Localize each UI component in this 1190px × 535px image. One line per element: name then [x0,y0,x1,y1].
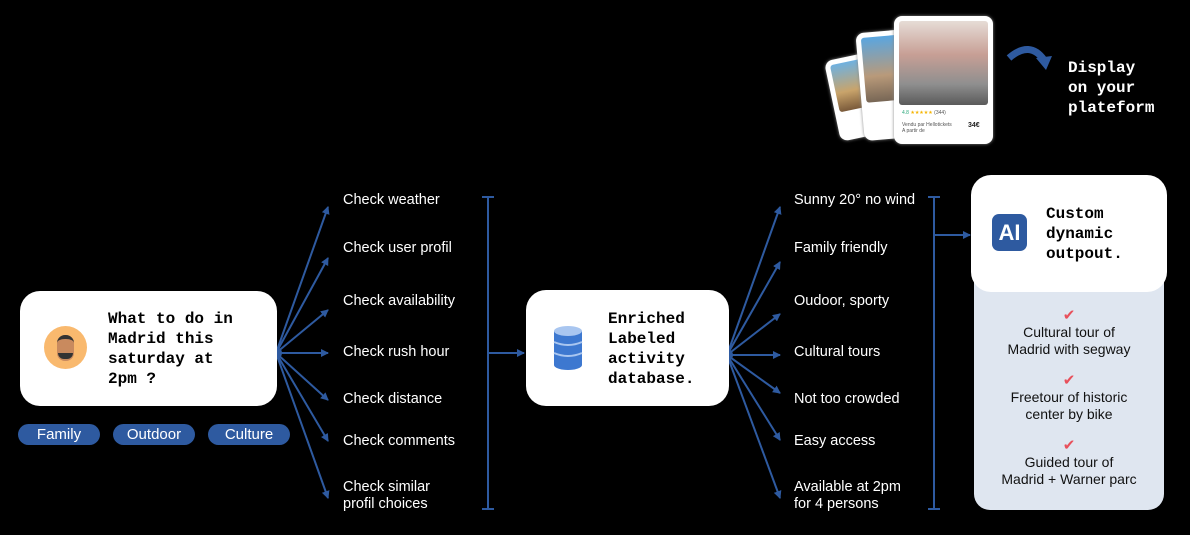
arrow-to-check [275,352,330,499]
card-rating: 4.8 [902,110,909,116]
check-similar-profil: Check similar profil choices [343,479,431,512]
arrow-to-label [726,206,782,356]
card-reviews: (344) [934,110,946,116]
card-stars: ★★★★★ [910,110,933,116]
activity-card-front: 4.8 ★★★★★ (344) Vendu par Hellotickets A… [894,16,993,144]
arrow-to-check [275,352,329,401]
arrow-to-label [726,313,781,356]
label-family-friendly: Family friendly [794,240,888,256]
tag-family[interactable]: Family [18,424,100,445]
check-distance: Check distance [343,391,443,407]
ai-icon: AI [992,214,1027,251]
arrow-to-label [726,354,781,394]
check-user-profil: Check user profil [343,240,452,256]
database-text: Enriched Labeled activity database. [608,310,695,388]
check-icon: ✔ [1062,372,1076,389]
question-card: What to do in Madrid this saturday at 2p… [20,291,277,406]
check-weather: Check weather [343,192,440,208]
card-seller: Vendu par Hellotickets A partir de [902,122,952,134]
result-item: Guided tour of Madrid + Warner parc [1001,454,1137,487]
check-icon: ✔ [1062,437,1076,454]
arrow-to-check [275,206,330,354]
bracket-right [928,196,940,510]
label-not-crowded: Not too crowded [794,391,900,407]
result-item: Cultural tour of Madrid with segway [1007,324,1131,357]
arrow-to-check [275,257,329,354]
avatar [44,326,87,369]
label-easy-access: Easy access [794,433,876,449]
curved-arrow-icon [1006,46,1047,63]
output-title: Custom dynamic outpout. [1046,205,1123,263]
question-text: What to do in Madrid this saturday at 2p… [108,310,233,388]
check-availability: Check availability [343,293,456,309]
check-comments: Check comments [343,433,456,449]
database-icon [553,326,583,370]
arrow-to-label [726,261,781,356]
label-available: Available at 2pm for 4 persons [794,479,901,512]
card-price: 34€ [968,122,980,129]
label-sunny: Sunny 20° no wind [794,192,916,208]
check-rush-hour: Check rush hour [343,344,450,360]
output-card: AI Custom dynamic outpout. [971,175,1167,292]
check-icon: ✔ [1062,307,1076,324]
result-item: Freetour of historic center by bike [1010,389,1128,422]
arrow-to-label [726,354,781,441]
arrow-to-label [726,354,782,499]
display-text: Display on your plateform [1068,59,1155,117]
label-outdoor-sporty: Oudoor, sporty [794,293,890,309]
database-card: Enriched Labeled activity database. [526,290,729,406]
tag-culture[interactable]: Culture [208,424,290,445]
arrow-to-check [275,309,329,354]
label-cultural-tours: Cultural tours [794,344,881,360]
tag-outdoor[interactable]: Outdoor [113,424,195,445]
arrow-to-check [275,352,329,442]
